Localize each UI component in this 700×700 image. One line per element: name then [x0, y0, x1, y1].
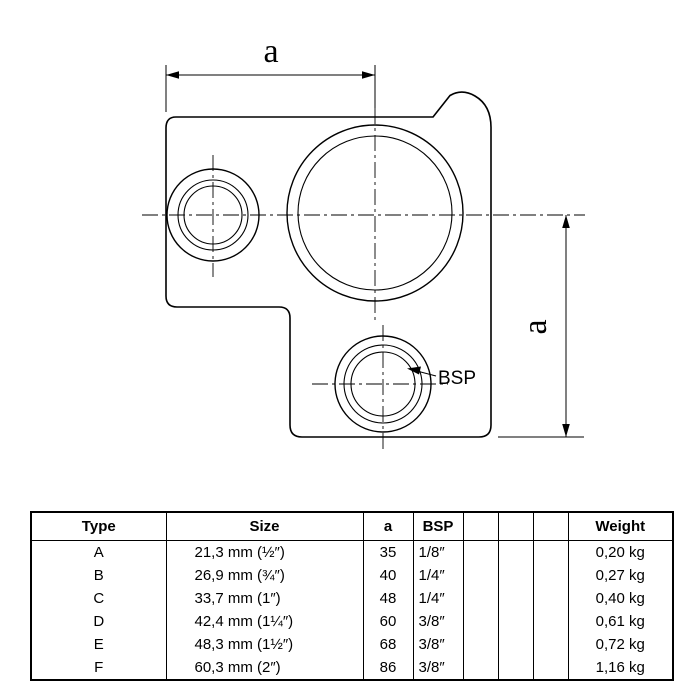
- cell-size: 26,9 mm (¾″): [165, 564, 364, 587]
- cell-a: 48: [362, 587, 414, 610]
- cell-weight: 0,61 kg: [567, 610, 674, 633]
- cell-empty: [532, 564, 569, 587]
- cell-empty: [497, 610, 534, 633]
- cell-empty: [462, 610, 499, 633]
- header-type: Type: [30, 512, 167, 541]
- cell-type: D: [30, 610, 167, 633]
- cell-bsp: 3/8″: [412, 610, 464, 633]
- bsp-callout-arrow: [407, 366, 421, 375]
- bsp-callout-label: BSP: [438, 368, 476, 389]
- cell-a: 68: [362, 633, 414, 656]
- cell-empty: [532, 540, 569, 564]
- header-empty-2: [497, 512, 534, 541]
- cell-empty: [462, 633, 499, 656]
- cell-size: 42,4 mm (1¼″): [165, 610, 364, 633]
- cell-a: 40: [362, 564, 414, 587]
- cell-type: B: [30, 564, 167, 587]
- dim-a-vertical-label: a: [517, 319, 554, 334]
- cell-empty: [532, 633, 569, 656]
- cell-type: F: [30, 656, 167, 680]
- header-empty-3: [532, 512, 569, 541]
- cell-empty: [462, 656, 499, 680]
- table-row: C 33,7 mm (1″) 48 1/4″ 0,40 kg: [30, 587, 674, 610]
- cell-size: 48,3 mm (1½″): [165, 633, 364, 656]
- cell-empty: [497, 633, 534, 656]
- main-socket-inner: [297, 135, 453, 291]
- cell-empty: [462, 540, 499, 564]
- cell-bsp: 1/8″: [412, 540, 464, 564]
- technical-drawing: a a BSP: [142, 33, 585, 450]
- header-size: Size: [165, 512, 364, 541]
- cell-a: 60: [362, 610, 414, 633]
- cell-empty: [532, 610, 569, 633]
- dim-top-arrow-left: [166, 71, 179, 79]
- table-row: E 48,3 mm (1½″) 68 3/8″ 0,72 kg: [30, 633, 674, 656]
- cell-size: 60,3 mm (2″): [165, 656, 364, 680]
- cell-weight: 0,27 kg: [567, 564, 674, 587]
- spec-table: Type Size a BSP Weight A 21,3 mm (½″) 35…: [30, 511, 674, 681]
- cell-a: 35: [362, 540, 414, 564]
- cell-empty: [497, 564, 534, 587]
- cell-empty: [497, 540, 534, 564]
- fitting-body-outline: [165, 91, 492, 438]
- table-row: F 60,3 mm (2″) 86 3/8″ 1,16 kg: [30, 656, 674, 680]
- table-row: D 42,4 mm (1¼″) 60 3/8″ 0,61 kg: [30, 610, 674, 633]
- cell-bsp: 3/8″: [412, 633, 464, 656]
- cell-empty: [532, 587, 569, 610]
- cell-empty: [462, 564, 499, 587]
- header-bsp: BSP: [412, 512, 464, 541]
- cell-type: C: [30, 587, 167, 610]
- cell-weight: 0,72 kg: [567, 633, 674, 656]
- header-empty-1: [462, 512, 499, 541]
- cell-size: 21,3 mm (½″): [165, 540, 364, 564]
- cell-weight: 0,40 kg: [567, 587, 674, 610]
- dim-right-arrow-top: [562, 215, 570, 228]
- cell-empty: [497, 656, 534, 680]
- cell-bsp: 1/4″: [412, 587, 464, 610]
- cell-weight: 0,20 kg: [567, 540, 674, 564]
- cell-bsp: 1/4″: [412, 564, 464, 587]
- dim-top-arrow-right: [362, 71, 375, 79]
- cell-empty: [462, 587, 499, 610]
- dim-right-arrow-bottom: [562, 424, 570, 437]
- cell-weight: 1,16 kg: [567, 656, 674, 680]
- table-row: B 26,9 mm (¾″) 40 1/4″ 0,27 kg: [30, 564, 674, 587]
- header-a: a: [362, 512, 414, 541]
- table-row: A 21,3 mm (½″) 35 1/8″ 0,20 kg: [30, 540, 674, 564]
- cell-type: E: [30, 633, 167, 656]
- table-header-row: Type Size a BSP Weight: [30, 512, 674, 541]
- cell-a: 86: [362, 656, 414, 680]
- cell-empty: [532, 656, 569, 680]
- cell-empty: [497, 587, 534, 610]
- cell-bsp: 3/8″: [412, 656, 464, 680]
- cell-type: A: [30, 540, 167, 564]
- header-weight: Weight: [567, 512, 674, 541]
- cell-size: 33,7 mm (1″): [165, 587, 364, 610]
- dim-a-horizontal-label: a: [263, 33, 278, 70]
